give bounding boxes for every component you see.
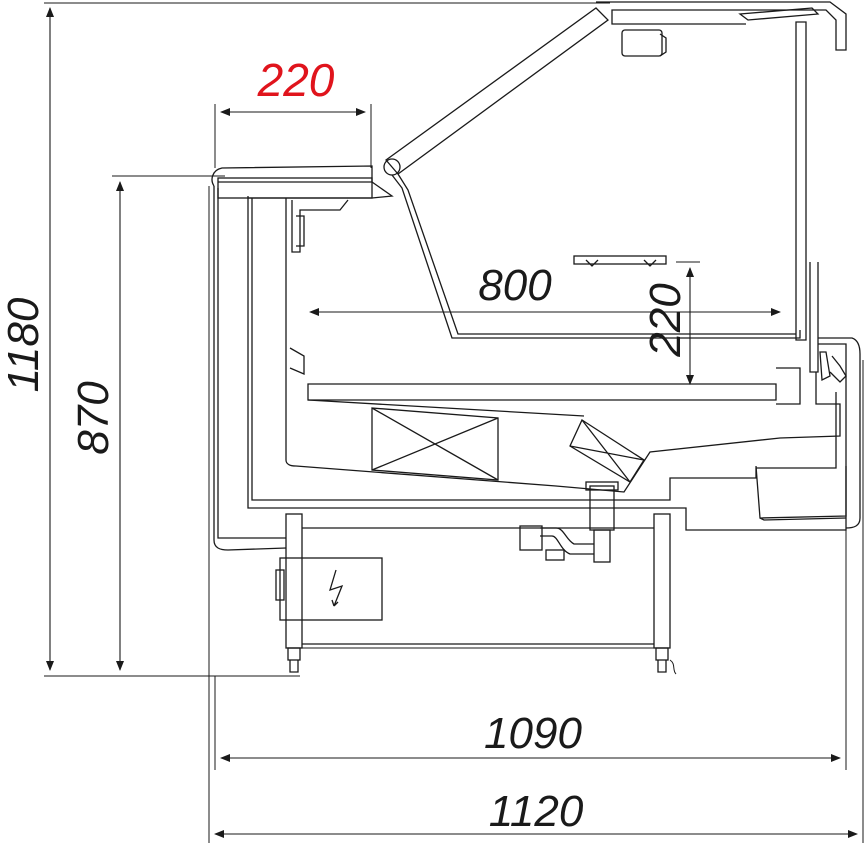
electrical-hazard-icon [329, 569, 344, 607]
display-tray [307, 383, 777, 401]
rear-housing [755, 465, 847, 519]
evaporator-left-cross [371, 407, 499, 481]
dimension-label-top-shelf-depth: 220 [257, 54, 335, 106]
drain-outlet [519, 525, 543, 551]
power-cable [669, 659, 677, 675]
overall-width-dimension: 1120 [208, 186, 864, 843]
tray-front-lip [289, 347, 305, 375]
lower-front-glass-inner [397, 173, 796, 335]
base-frame [275, 513, 677, 675]
curved-front-glass [385, 7, 609, 175]
front-inner-skin [217, 188, 286, 539]
air-duct-top [307, 399, 585, 417]
rear-pillar [795, 21, 807, 341]
dimension-label-display-height: 220 [641, 283, 690, 358]
canopy-frame [596, 1, 847, 51]
rear-leg [653, 513, 671, 649]
rear-foot-pad [657, 660, 667, 673]
dimension-label-counter-height: 870 [69, 381, 118, 455]
drain-riser [593, 529, 611, 563]
outer-liner [251, 198, 837, 501]
top-shelf [218, 181, 394, 199]
drain-assembly [519, 481, 619, 563]
drain-trap [540, 527, 594, 545]
display-case-body [211, 1, 861, 551]
front-outer-wall [213, 186, 287, 551]
drain-cap [585, 481, 619, 491]
rear-door-frame [809, 262, 819, 373]
canopy-handle [738, 7, 820, 21]
electrical-box-gland [275, 569, 285, 601]
tray-rear-support [776, 367, 801, 405]
rear-door-handle [829, 355, 847, 383]
top-shelf-depth-dimension: 220 [214, 54, 372, 168]
rear-housing-base [759, 517, 847, 521]
price-tag-clips [585, 259, 657, 267]
front-bracket-inner [296, 215, 305, 247]
drain-fitting [545, 549, 565, 561]
lighting-lens [659, 33, 667, 57]
dimension-label-overall-width: 1120 [489, 787, 584, 836]
display-height-dimension: 220 [641, 261, 700, 385]
electrical-box [279, 557, 383, 621]
display-depth-dimension: 800 [309, 261, 781, 316]
rear-outer-skin [818, 337, 861, 529]
counter-height-dimension: 870 [69, 175, 225, 671]
inner-liner [285, 198, 841, 493]
dimension-label-overall-height: 1180 [0, 297, 48, 392]
rear-door-latch [819, 351, 831, 382]
front-bracket [291, 199, 349, 253]
dimension-label-display-depth: 800 [478, 261, 552, 310]
drain-trap-inner [540, 535, 594, 555]
fan-unit [569, 419, 645, 483]
lower-front-glass [391, 174, 801, 339]
front-foot [287, 647, 301, 661]
top-shelf-board [217, 177, 373, 199]
price-tag-rail [573, 255, 667, 265]
front-leg [285, 513, 303, 649]
lighting-fixture [621, 29, 663, 57]
top-shelf-outer [211, 165, 373, 187]
overall-height-dimension: 1180 [0, 2, 610, 677]
base-width-dimension: 1090 [214, 530, 847, 770]
rear-foot [655, 647, 669, 661]
insulated-shell [247, 198, 847, 531]
dimension-label-base-width: 1090 [484, 709, 582, 758]
fan-unit-cross [569, 419, 645, 483]
front-foot-pad [289, 660, 299, 673]
